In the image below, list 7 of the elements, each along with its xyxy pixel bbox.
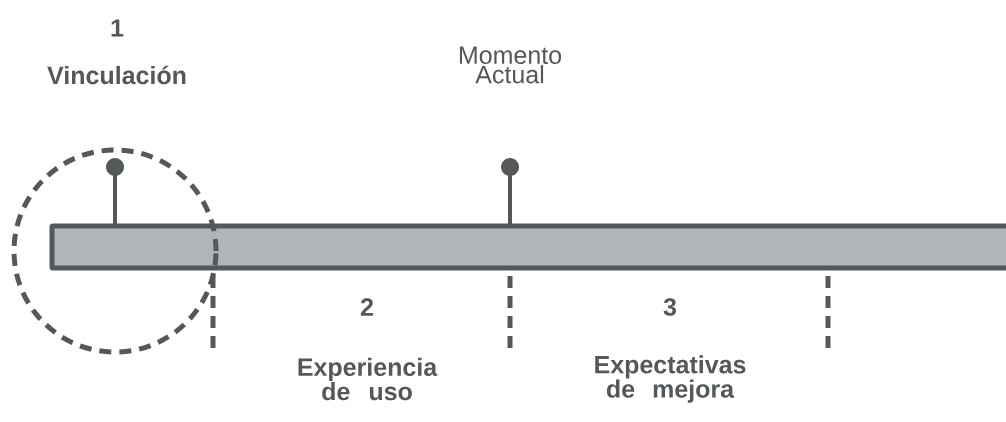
phase-title: Expectativas de mejora [595,355,746,403]
step-number: 3 [663,298,677,316]
step-number: 1 [111,19,124,37]
phase-title: Experiencia de uso [298,357,438,401]
step-number: 2 [360,298,373,316]
timeline-label: Momento Actual [459,46,562,84]
phase-title: Vinculación [47,65,186,85]
